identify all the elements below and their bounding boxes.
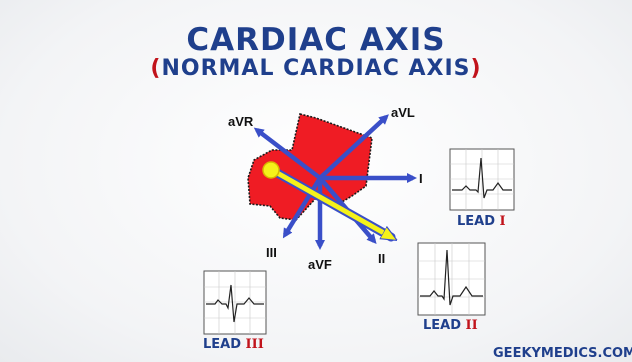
lead-i-caption: LEAD I [457, 214, 506, 229]
lead-i-label: I [419, 171, 423, 186]
lead-i-caption-number: I [500, 214, 506, 229]
avr-label: aVR [228, 114, 254, 129]
lead-iii-caption-prefix: LEAD [203, 337, 246, 352]
lead-ii-caption-prefix: LEAD [423, 318, 466, 333]
mean-axis-origin [263, 162, 279, 178]
lead-iii-caption: LEAD III [203, 337, 264, 352]
avl-label: aVL [391, 105, 415, 120]
ecg-strip-lead-iii [204, 271, 266, 334]
lead-ii-caption-number: II [466, 318, 478, 333]
avf-label: aVF [308, 257, 332, 272]
ecg-strip-lead-ii [418, 243, 485, 315]
ecg-strip-lead-i [450, 149, 514, 210]
lead-ii-label: II [378, 251, 385, 266]
lead-i-caption-prefix: LEAD [457, 214, 500, 229]
source-watermark: GEEKYMEDICS.COM [493, 346, 632, 361]
lead-ii-caption: LEAD II [423, 318, 478, 333]
lead-iii-label: III [266, 245, 277, 260]
lead-iii-caption-number: III [246, 337, 264, 352]
